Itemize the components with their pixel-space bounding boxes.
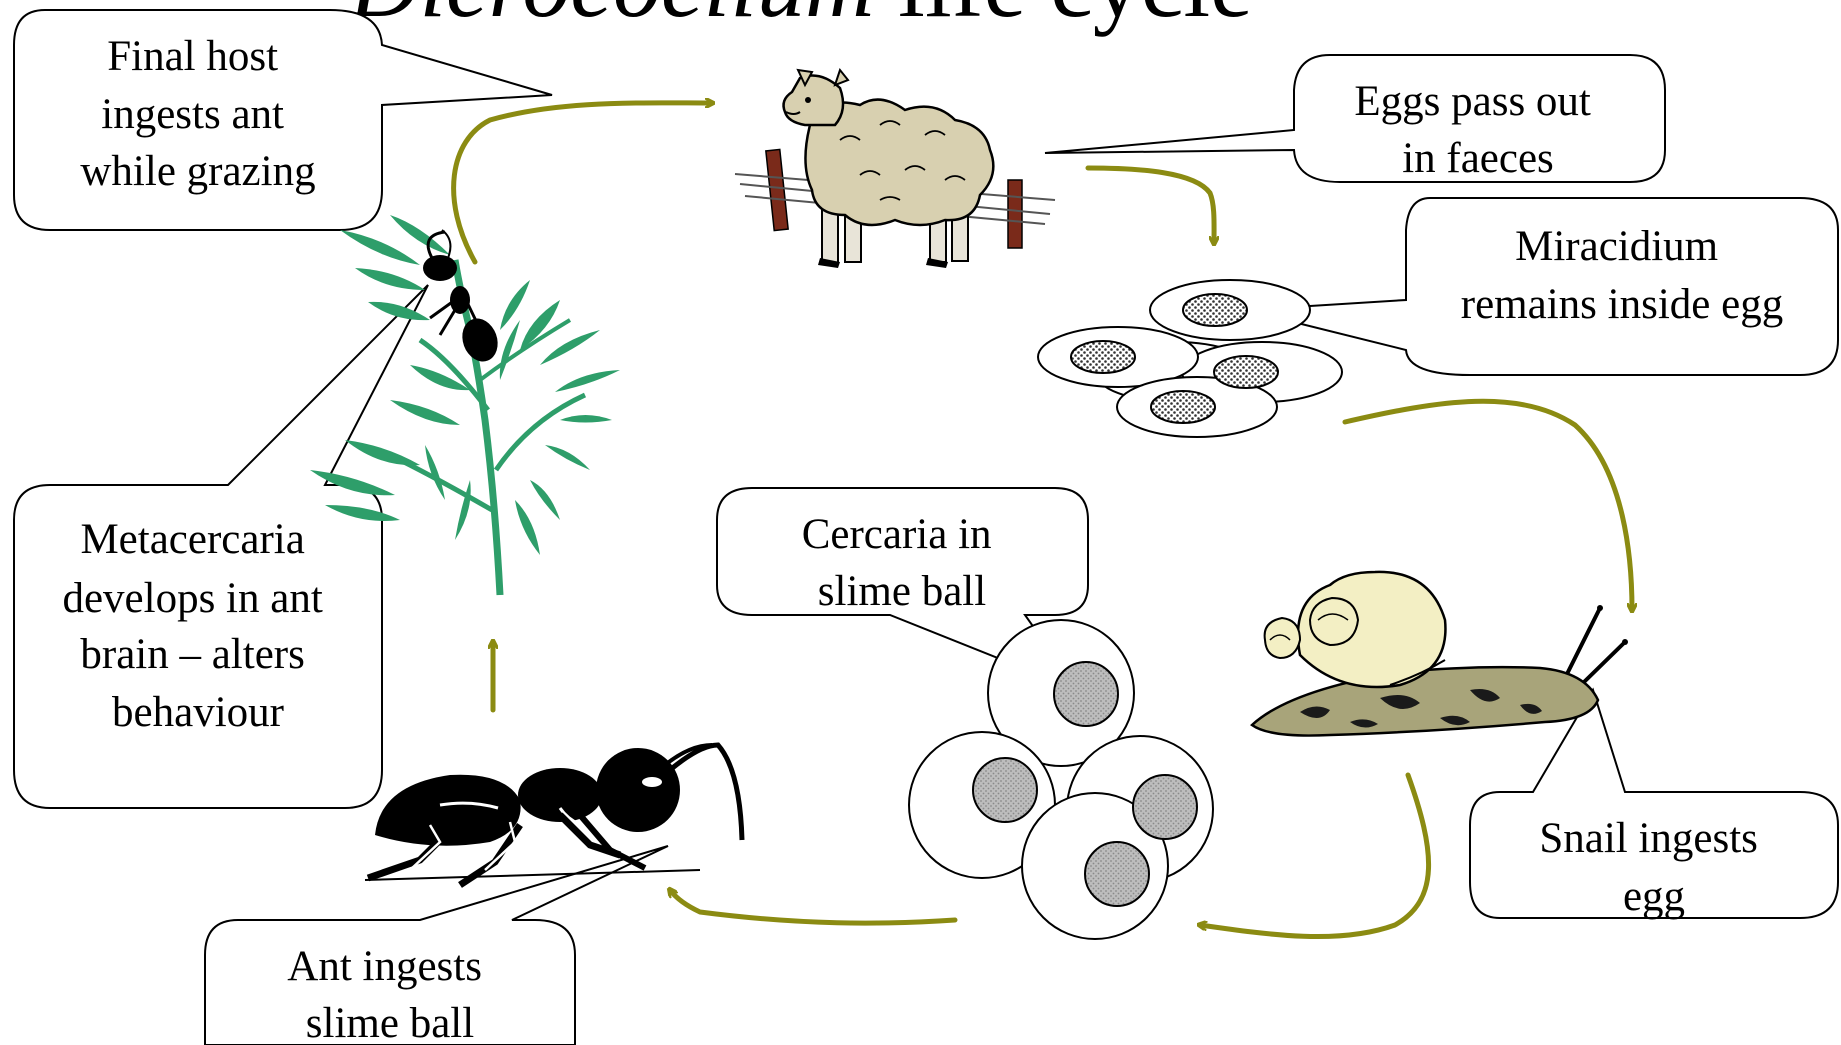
callout-eggs-line-1: Eggs pass out [1354,78,1591,125]
slime-ball-icon [909,620,1213,939]
ant-on-plant-icon [423,230,503,366]
arrow-ant-to-sheep [454,103,712,262]
callout-eggs-line-2: in faeces [1402,135,1554,182]
callout-metacercaria-line-3: brain – alters [80,631,304,678]
callout-metacercaria: Metacercaria develops in ant brain – alt… [14,285,428,808]
callout-ant-ingests: Ant ingests slime ball [205,846,668,1045]
page-title: Dicrocoelium life cycle [348,0,1253,37]
eggs-icon [1038,280,1342,437]
callout-final-host-line-1: Final host [107,33,278,80]
snail-icon [1252,572,1628,736]
callout-metacercaria-line-1: Metacercaria [80,516,304,563]
title-italic: Dicrocoelium [348,0,874,37]
callout-miracidium: Miracidium remains inside egg [1232,198,1838,375]
callout-final-host-line-3: while grazing [80,148,315,195]
miracidium-dot [1183,294,1247,326]
arrow-sheep-to-eggs [1088,168,1214,243]
callout-metacercaria-line-2: develops in ant [62,575,322,622]
sheep-icon [735,70,1055,268]
callout-miracidium-line-2: remains inside egg [1461,281,1783,328]
callout-cercaria-line-1: Cercaria in [802,511,992,558]
title-rest: life cycle [874,0,1252,37]
callout-ant-line-1: Ant ingests [287,943,482,990]
callout-eggs-faeces: Eggs pass out in faeces [1045,55,1665,182]
callout-final-host: Final host ingests ant while grazing [14,10,552,230]
callout-ant-line-2: slime ball [306,1000,474,1045]
ant-icon [365,745,742,885]
svg-text:Final host ingests ant: Final host ingests ant while grazing [80,33,315,195]
callout-miracidium-line-1: Miracidium [1515,223,1718,270]
callout-snail-line-2: egg [1623,873,1685,920]
callout-snail-line-1: Snail ingests [1539,815,1758,862]
callout-final-host-line-2: ingests ant [101,91,284,138]
arrow-snail-to-cercaria [1200,775,1429,937]
arrow-cercaria-to-ant [670,890,955,923]
callout-metacercaria-line-4: behaviour [112,689,284,736]
callout-cercaria-line-2: slime ball [818,568,986,615]
